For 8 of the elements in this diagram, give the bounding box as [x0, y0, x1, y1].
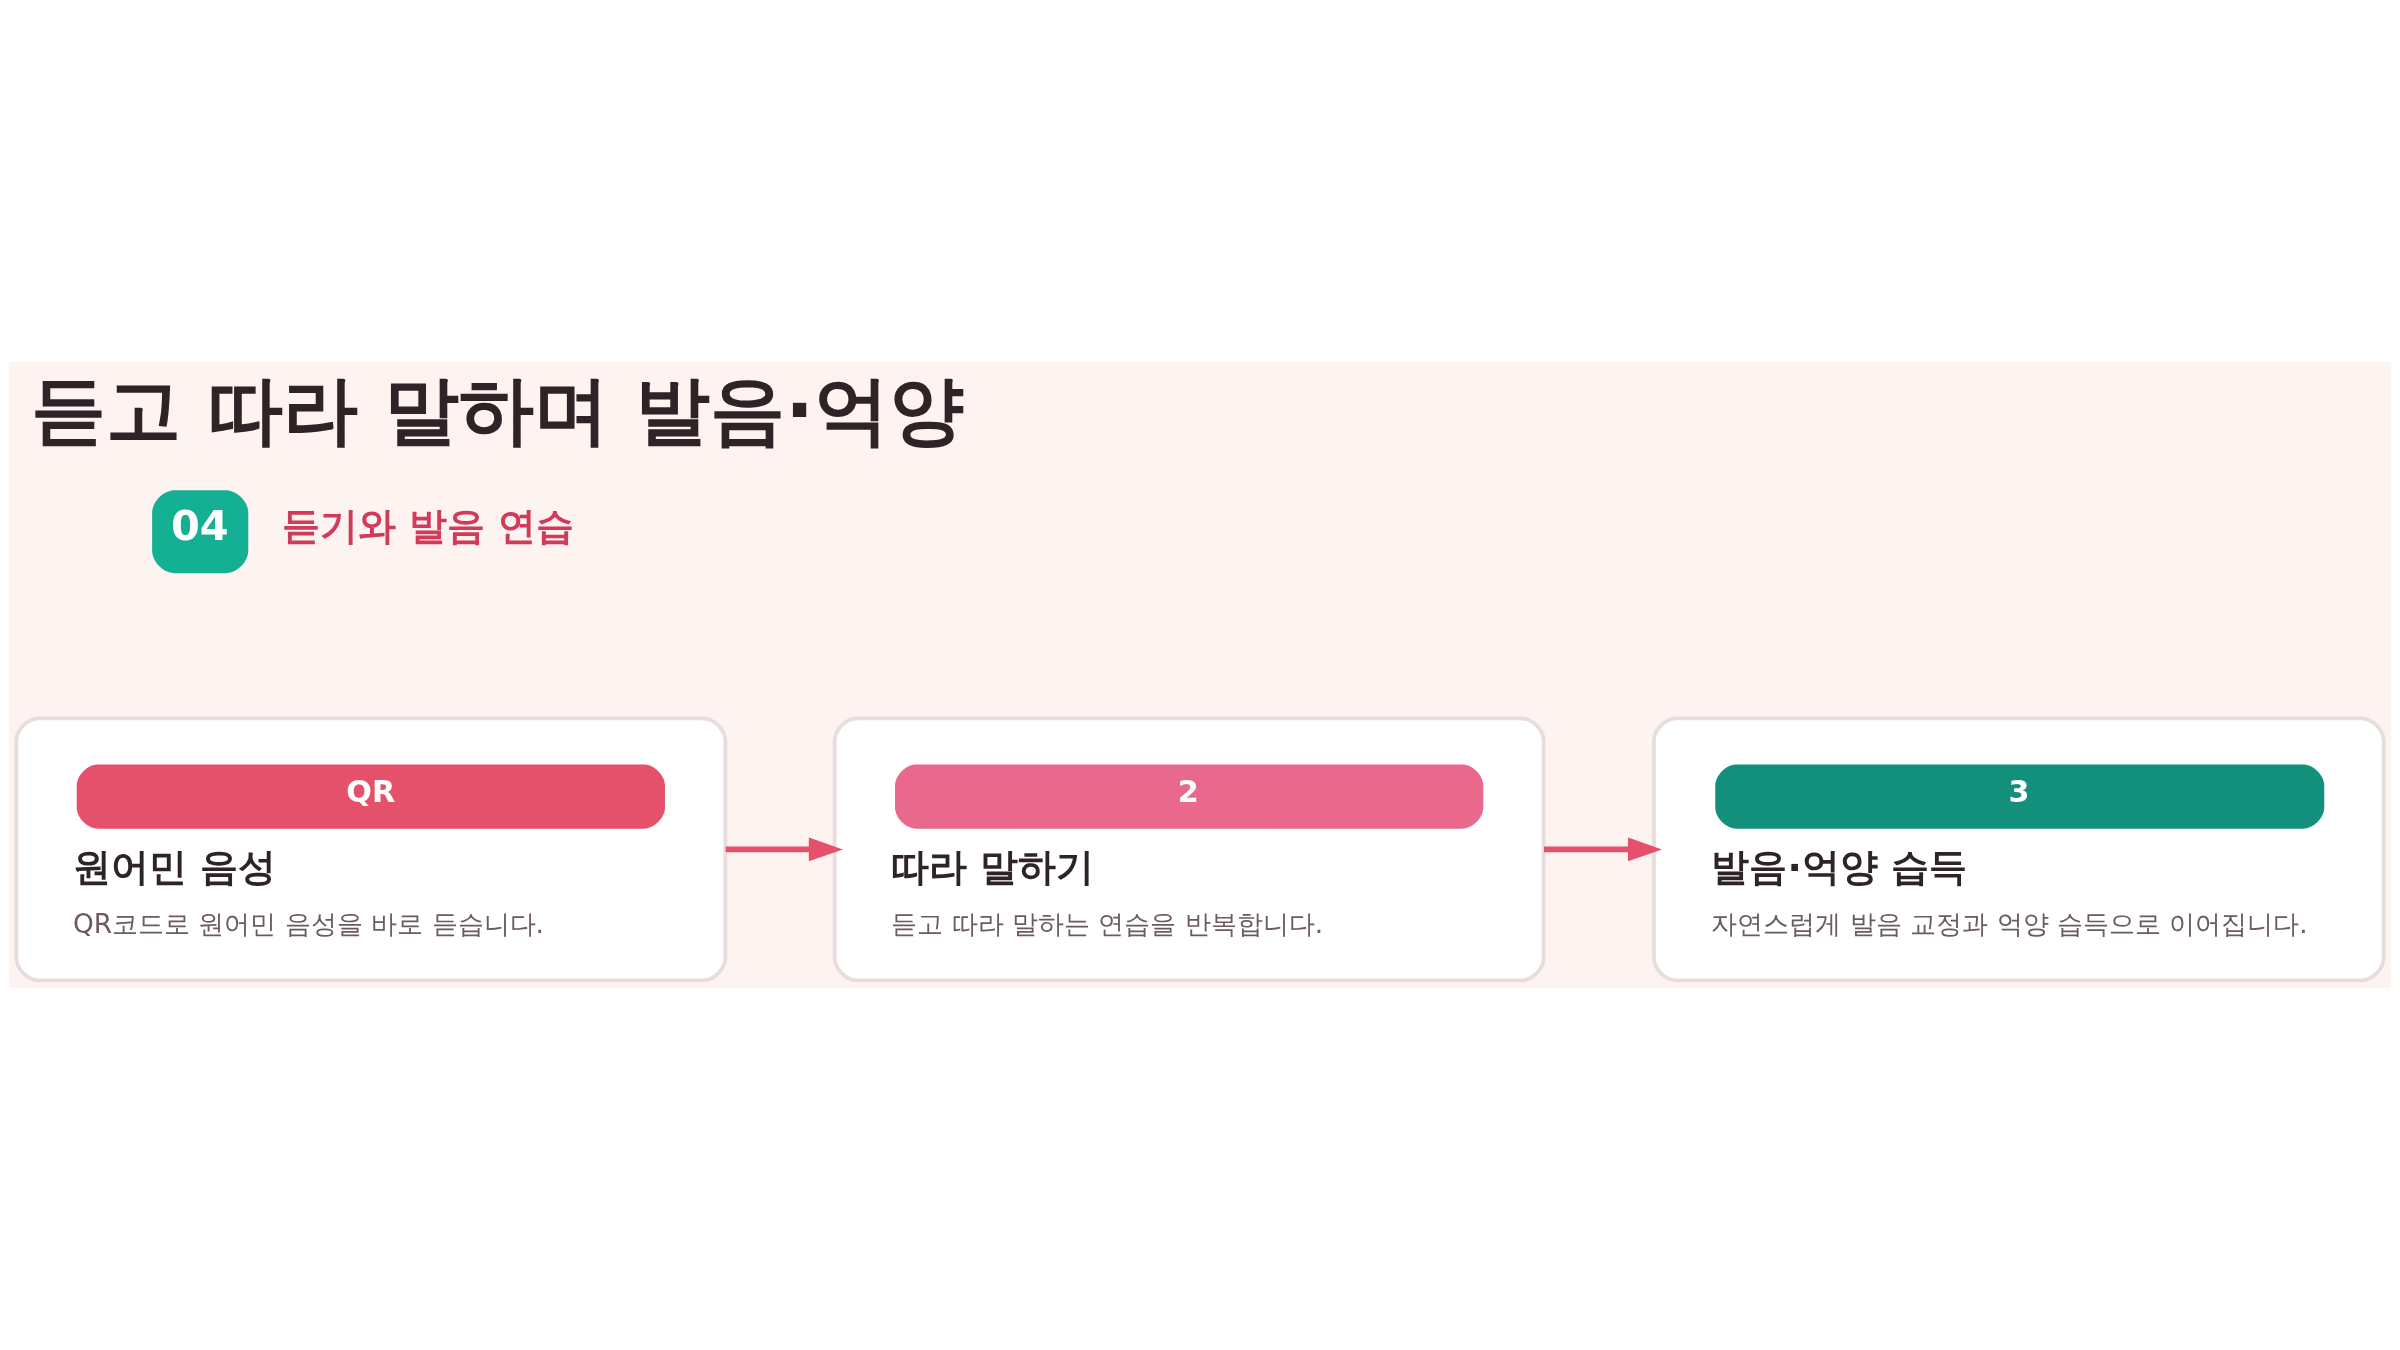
node-box: 3 발음·억양 습득 자연스럽게 발음 교정과 억양 습득으로 이어집니다. [1652, 716, 2386, 983]
arrow [725, 837, 843, 862]
label: 듣기와 발음 연습 [282, 504, 575, 549]
diagram-title: 듣고 따라 말하며 발음·억양 [31, 365, 964, 454]
node-box: 2 따라 말하기 듣고 따라 말하는 연습을 반복합니다. [832, 716, 1546, 983]
label: 04 [170, 501, 229, 551]
arrow [1544, 837, 1662, 862]
node-box: QR 원어민 음성 QR코드로 원어민 음성을 바로 듣습니다. [14, 716, 728, 983]
